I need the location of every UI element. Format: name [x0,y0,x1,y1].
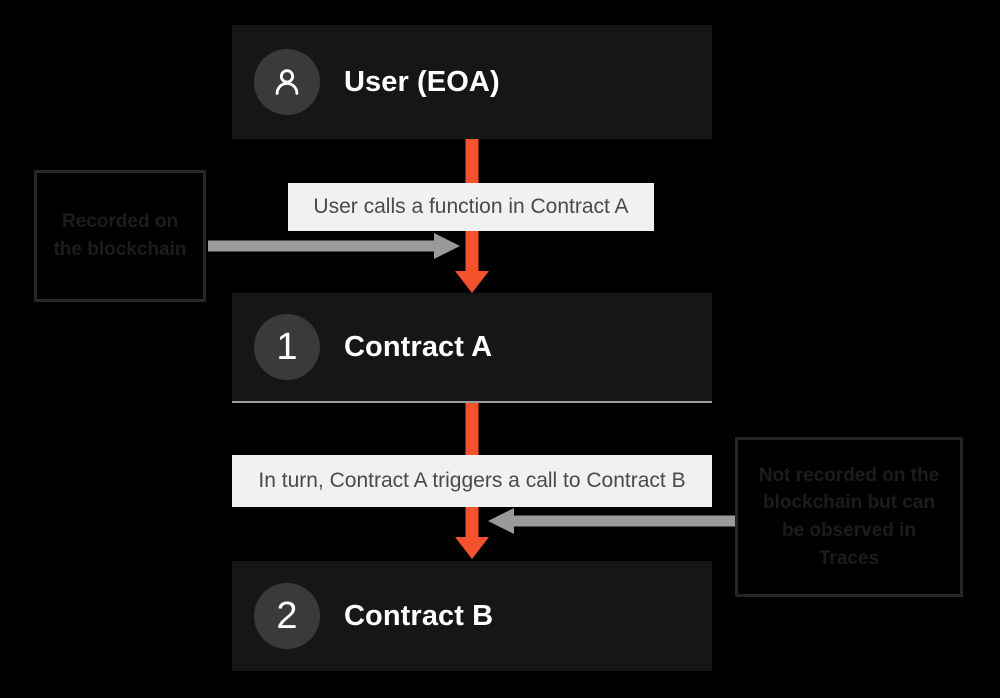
arrow-head-down-icon [455,537,489,559]
annotation-recorded-on-blockchain: Recorded on the blockchain [34,170,206,302]
arrow-head [434,233,460,259]
step-number-badge-2: 2 [254,583,320,649]
node-contract-b-label: Contract B [344,599,494,632]
node-contract-a[interactable]: 1 Contract A [232,293,712,403]
annotation-arrow-right-icon [208,233,460,259]
node-contract-a-label: Contract A [344,330,493,363]
step-number-badge-1: 1 [254,314,320,380]
annotation-arrow-left-icon [488,508,740,534]
arrow-head-down-icon [455,271,489,293]
step-label-2: In turn, Contract A triggers a call to C… [232,455,712,507]
arrow-shaft [514,515,740,527]
person-icon [254,49,320,115]
annotation-not-recorded-traces: Not recorded on the blockchain but can b… [735,437,963,597]
node-user-eoa[interactable]: User (EOA) [232,25,712,139]
arrow-head [488,508,514,534]
arrow-shaft [208,240,434,252]
node-user-eoa-label: User (EOA) [344,65,500,98]
node-contract-b[interactable]: 2 Contract B [232,561,712,671]
step-label-1: User calls a function in Contract A [288,183,654,231]
